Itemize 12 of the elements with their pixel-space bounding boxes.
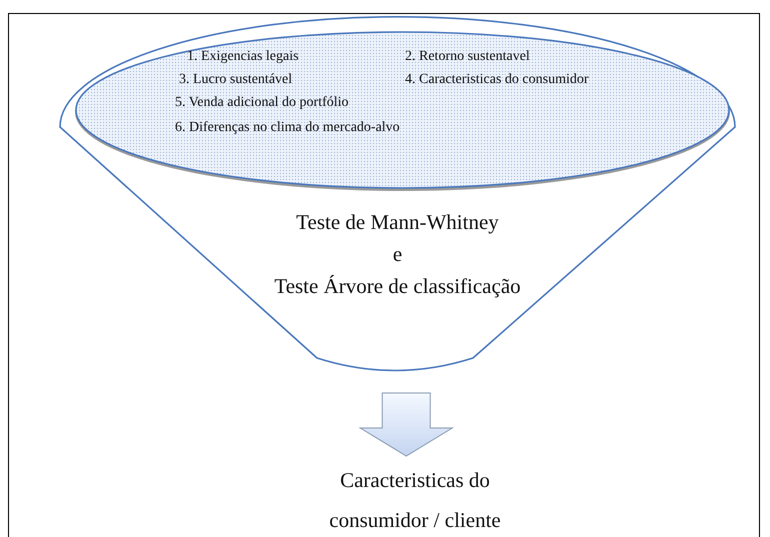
criterion-text: 1. Exigencias legais [187,48,299,65]
criteria-ellipse [75,31,730,189]
criterion-text: 5. Venda adicional do portfólio [175,94,349,111]
criterion-text: 4. Caracteristicas do consumidor [405,71,589,88]
result-text: Caracteristicas do consumidor / cliente [305,460,525,537]
method-text: e [392,242,404,266]
criterion-text: 2. Retorno sustentavel [405,48,530,65]
block-arrow [358,392,454,457]
criterion-text: 3. Lucro sustentável [179,71,292,88]
method-text: Teste de Mann-Whitney [295,210,500,234]
criterion-text: 6. Diferenças no clima do mercado-alvo [175,119,400,136]
method-text: Teste Árvore de classificação [273,274,522,298]
